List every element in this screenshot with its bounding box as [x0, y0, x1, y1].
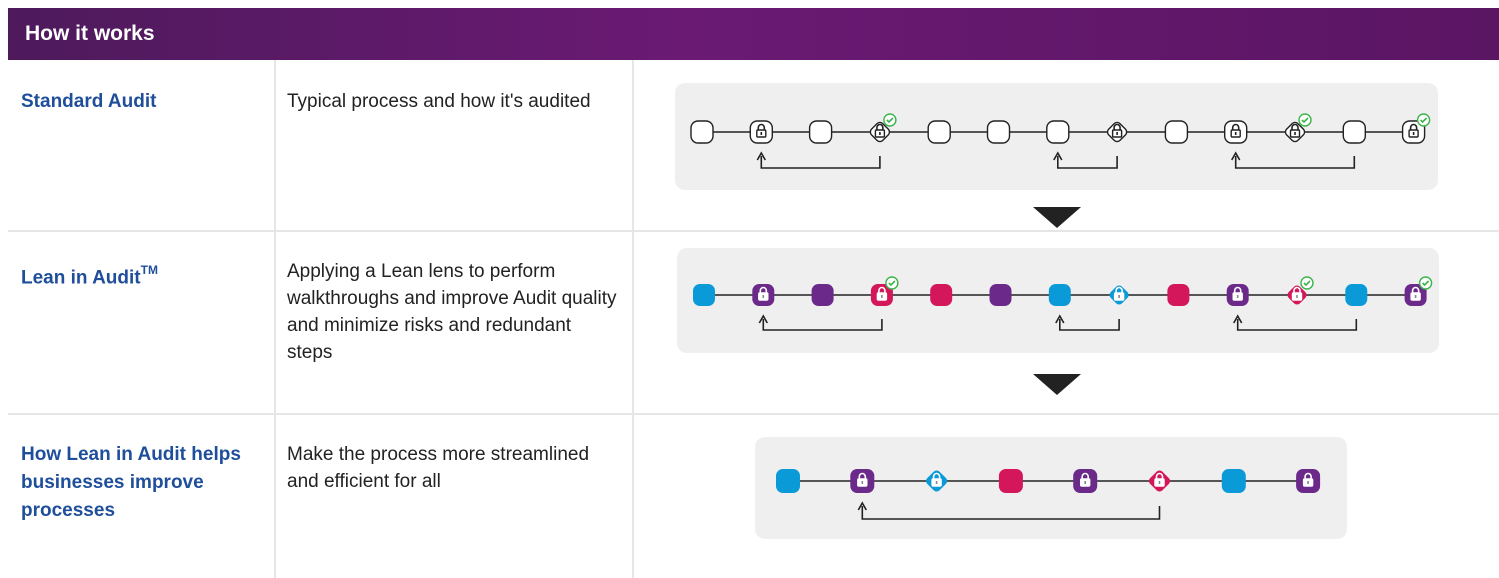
- lock-icon: [1111, 123, 1123, 138]
- column-divider-1: [274, 60, 276, 578]
- loop-arrow: [756, 151, 881, 169]
- check-icon: [883, 113, 897, 127]
- flow-node-lock: [1224, 120, 1248, 144]
- lock-icon: [931, 472, 942, 487]
- section-header: How it works: [8, 8, 1499, 60]
- flow-node-step: [1046, 120, 1070, 144]
- flow-node-purple: [811, 284, 834, 306]
- flow-node-lock: [749, 120, 774, 144]
- flow-node-purple-lock: [1296, 469, 1321, 493]
- lock-icon: [1408, 123, 1419, 138]
- standard-audit-flow-diagram: [690, 113, 1431, 169]
- flow-node-magenta-diamond-lock-check: [1287, 276, 1314, 305]
- loop-arrow: [1055, 314, 1120, 331]
- row-divider-2: [8, 413, 1499, 415]
- flow-node-blue: [1345, 284, 1368, 306]
- row-label-how-lean-helps: How Lean in Audit helps businesses impro…: [21, 444, 241, 521]
- lock-icon: [758, 286, 769, 301]
- check-icon: [885, 276, 899, 290]
- flow-node-step: [986, 120, 1011, 144]
- flow-node-step: [808, 120, 833, 144]
- lock-icon: [876, 286, 888, 301]
- flow-node-lock-check: [1401, 113, 1431, 144]
- streamlined-flow-diagram: [776, 469, 1321, 520]
- flow-node-blue-diamond-lock: [926, 470, 948, 492]
- flow-node-magenta-diamond-lock: [1148, 470, 1171, 492]
- loop-arrow: [758, 314, 883, 331]
- lock-icon: [874, 123, 886, 138]
- streamlined-flow-panel: [755, 437, 1347, 539]
- flow-node-purple: [989, 284, 1012, 306]
- flow-node-purple-lock: [752, 284, 775, 306]
- flow-node-purple-lock: [1226, 284, 1249, 306]
- row-description-how-lean-helps: Make the process more streamlined and ef…: [287, 444, 590, 492]
- flow-node-purple-lock-check: [1404, 276, 1433, 306]
- lock-icon: [1080, 472, 1091, 487]
- row-description-standard-audit: Typical process and how it's audited: [287, 91, 591, 112]
- trademark-superscript: TM: [140, 263, 158, 277]
- lock-icon: [1302, 472, 1314, 487]
- lock-icon: [1291, 286, 1303, 301]
- lean-audit-flow-panel: [677, 248, 1439, 353]
- flow-node-blue: [1221, 469, 1246, 493]
- flow-node-magenta-lock-check: [870, 276, 899, 306]
- check-icon: [1300, 276, 1314, 290]
- flow-node-lock-diamond-check: [869, 113, 897, 143]
- lock-icon: [1154, 472, 1165, 487]
- flow-node-magenta: [998, 469, 1023, 493]
- flow-node-step: [927, 120, 951, 144]
- flow-node-purple-lock: [850, 469, 875, 493]
- lock-icon: [1230, 123, 1241, 138]
- flow-node-step: [1342, 120, 1366, 144]
- loop-arrow: [857, 501, 1161, 520]
- flow-node-blue: [693, 284, 715, 306]
- row-description-lean-in-audit: Applying a Lean lens to perform walkthro…: [287, 261, 617, 363]
- flow-node-purple-lock: [1073, 469, 1098, 493]
- flow-node-blue: [1048, 284, 1071, 306]
- lean-audit-flow-diagram: [693, 276, 1433, 331]
- lock-icon: [1410, 286, 1421, 301]
- section-title: How it works: [25, 22, 155, 45]
- loop-arrow: [1053, 151, 1118, 169]
- row-label-lean-in-audit: Lean in AuditTM: [21, 263, 158, 289]
- lock-icon: [1289, 123, 1301, 138]
- lock-icon: [1232, 286, 1243, 301]
- row-label-standard-audit: Standard Audit: [21, 91, 157, 112]
- row-divider-1: [8, 230, 1499, 232]
- standard-audit-flow-panel: [675, 83, 1438, 190]
- flow-node-magenta: [1167, 284, 1190, 306]
- lock-icon: [1113, 286, 1125, 301]
- down-arrow-icon: [1033, 374, 1081, 395]
- flow-node-diamond-lock: [1106, 121, 1128, 143]
- flow-node-lock-diamond-check: [1284, 113, 1312, 143]
- flow-node-magenta: [930, 284, 953, 306]
- flow-node-step: [690, 120, 714, 144]
- check-icon: [1418, 276, 1433, 290]
- flow-node-blue: [776, 469, 800, 493]
- flow-node-blue-diamond-lock: [1109, 285, 1129, 305]
- lock-icon: [857, 472, 868, 487]
- check-icon: [1298, 113, 1312, 127]
- column-divider-2: [632, 60, 634, 578]
- lock-icon: [756, 123, 767, 138]
- down-arrow-icon: [1033, 207, 1081, 228]
- loop-arrow: [1233, 314, 1358, 331]
- loop-arrow: [1231, 151, 1356, 169]
- check-icon: [1416, 113, 1431, 127]
- flow-node-step: [1164, 120, 1189, 144]
